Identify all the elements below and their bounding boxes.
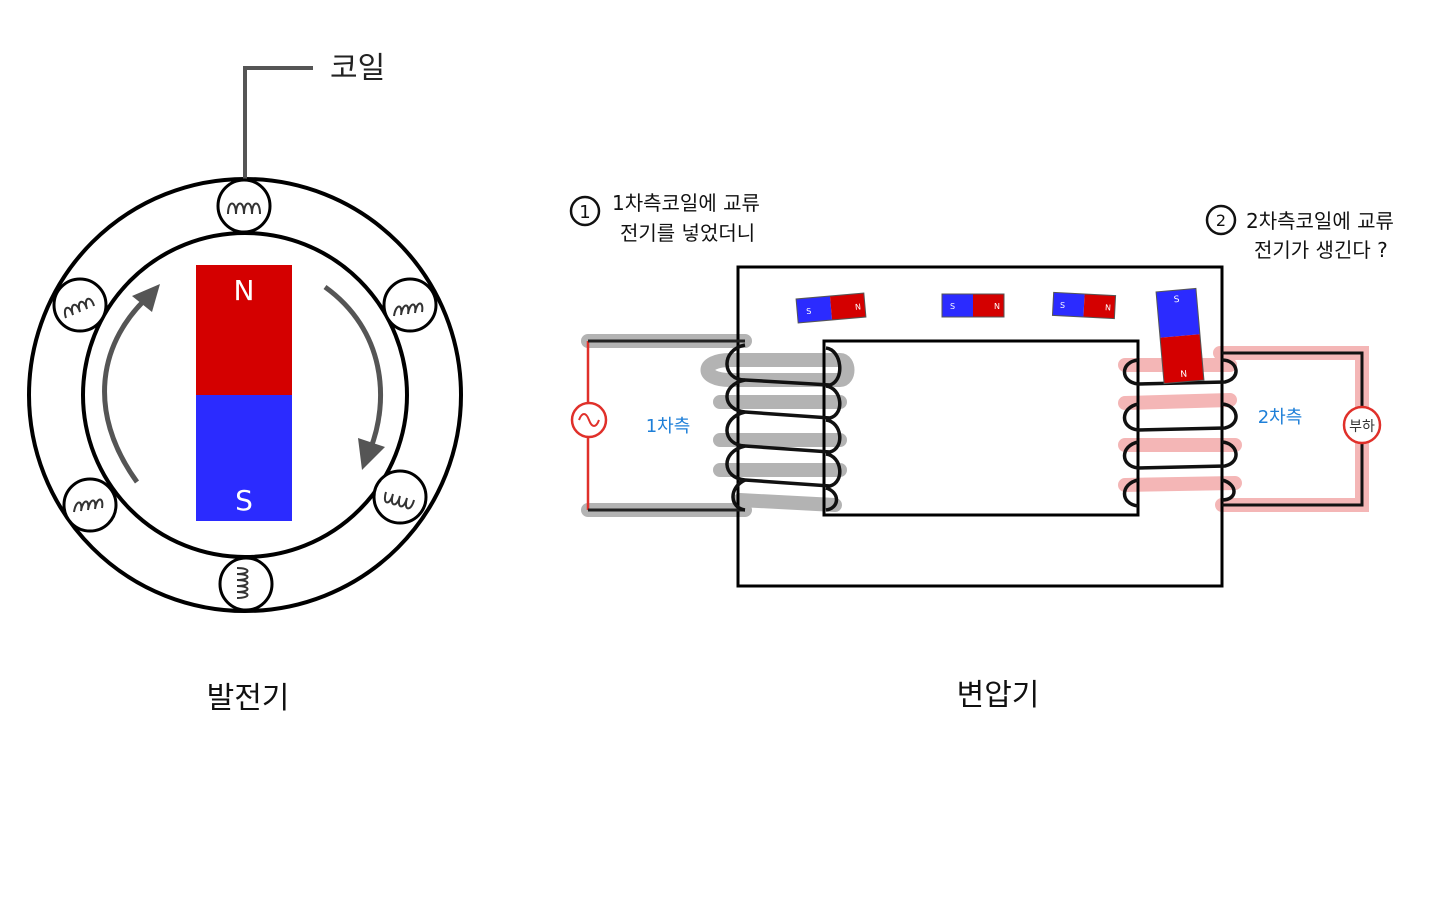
primary-leads	[588, 339, 745, 512]
step2-badge	[1205, 204, 1237, 236]
svg-text:N: N	[1180, 370, 1188, 381]
coil-label: 코일	[330, 51, 385, 86]
generator-caption: 발전기	[207, 681, 290, 716]
small-magnet-1: S N	[795, 292, 867, 324]
small-magnet-3: S N	[1051, 291, 1117, 320]
step2-text-line2: 전기가 생긴다 ?	[1254, 238, 1388, 262]
transformer-caption: 변압기	[957, 678, 1040, 713]
coil-lower-left	[62, 477, 118, 533]
coil-spring-icon	[227, 202, 261, 215]
step2-text-line1: 2차측코일에 교류	[1246, 209, 1394, 233]
load-icon	[1342, 405, 1382, 445]
step1-number: 1	[579, 202, 590, 223]
secondary-coil	[1122, 358, 1238, 508]
coil-spring-icon	[393, 302, 424, 317]
coil-upper-left	[52, 277, 108, 333]
primary-coil-highlight	[700, 353, 855, 512]
coil-leader-line	[243, 66, 313, 180]
small-magnet-4: S N	[1155, 287, 1205, 385]
step2-number: 2	[1216, 211, 1226, 230]
step1-text-line2: 전기를 넣었더니	[620, 221, 755, 245]
generator: 코일 N	[27, 51, 463, 716]
coil-top	[216, 178, 272, 234]
step1-badge	[569, 195, 601, 227]
coil-upper-right	[382, 277, 438, 333]
coil-lower-right	[372, 469, 428, 525]
svg-text:S: S	[806, 307, 812, 316]
coil-bottom	[218, 556, 274, 612]
sine-wave-icon	[578, 413, 600, 427]
magnet-north-label: N	[234, 274, 255, 307]
svg-text:N: N	[994, 302, 1000, 311]
secondary-leads	[1222, 351, 1364, 507]
coil-spring-icon	[236, 567, 249, 599]
svg-text:S: S	[950, 302, 955, 311]
rotation-arrow-right	[323, 284, 384, 451]
svg-text:N: N	[1105, 303, 1111, 312]
load-label: 부하	[1349, 419, 1375, 435]
svg-text:N: N	[855, 302, 862, 311]
rotation-arrow-left	[102, 293, 152, 484]
small-magnet-2: S N	[941, 293, 1005, 318]
arrow-head-left-icon	[132, 284, 160, 312]
svg-text:S: S	[1060, 301, 1066, 310]
magnet-north-half	[196, 265, 292, 395]
primary-coil	[725, 343, 842, 512]
arrow-head-right-icon	[358, 438, 385, 470]
coil-spring-icon	[73, 498, 104, 513]
magnet-south-label: S	[235, 484, 253, 517]
transformer-core-window	[822, 339, 1140, 517]
svg-text:S: S	[1173, 295, 1180, 305]
coil-spring-icon	[383, 491, 415, 510]
magnet-south-half	[196, 395, 292, 521]
primary-label: 1차측	[646, 416, 691, 437]
secondary-label: 2차측	[1258, 407, 1303, 428]
transformer: 1차측 부하 2차측 S N S N	[569, 191, 1394, 713]
coil-spring-icon	[63, 297, 95, 319]
step1-text-line1: 1차측코일에 교류	[612, 191, 760, 215]
